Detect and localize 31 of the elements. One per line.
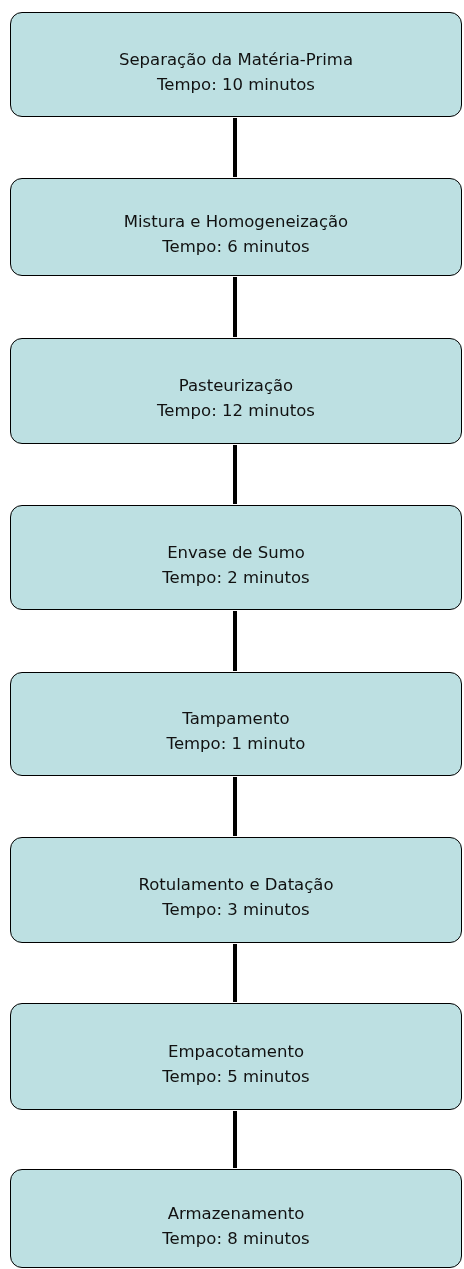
process-box [10, 505, 462, 610]
step-duration: Tempo: 3 minutos [162, 899, 310, 921]
step-duration: Tempo: 8 minutos [162, 1227, 310, 1250]
step-duration: Tempo: 12 minutos [157, 400, 315, 422]
step-name: Empacotamento [167, 1040, 305, 1063]
step-duration: Tempo: 1 minuto [166, 733, 306, 755]
process-box [10, 338, 462, 444]
connector-line [233, 1111, 237, 1168]
step-name: Rotulamento e Datação [138, 874, 334, 896]
step-name: Mistura e Homogeneização [123, 211, 349, 233]
step-duration: Tempo: 10 minutos [157, 73, 315, 96]
step-name: Tampamento [182, 708, 290, 730]
connector-line [233, 118, 237, 177]
connector-line [233, 944, 237, 1002]
step-duration: Tempo: 6 minutos [162, 236, 310, 258]
step-duration: Tempo: 5 minutos [162, 1065, 310, 1088]
process-box [10, 12, 462, 117]
step-name: Armazenamento [167, 1202, 305, 1225]
step-duration: Tempo: 2 minutos [162, 566, 310, 589]
process-box [10, 672, 462, 776]
step-name: Pasteurização [178, 375, 294, 397]
connector-line [233, 445, 237, 504]
connector-line [233, 611, 237, 671]
step-name: Separação da Matéria-Prima [118, 48, 354, 71]
step-name: Envase de Sumo [167, 541, 305, 564]
process-box [10, 1003, 462, 1110]
connector-line [233, 777, 237, 836]
process-box [10, 1169, 462, 1268]
process-box [10, 837, 462, 943]
connector-line [233, 277, 237, 337]
process-box [10, 178, 462, 276]
